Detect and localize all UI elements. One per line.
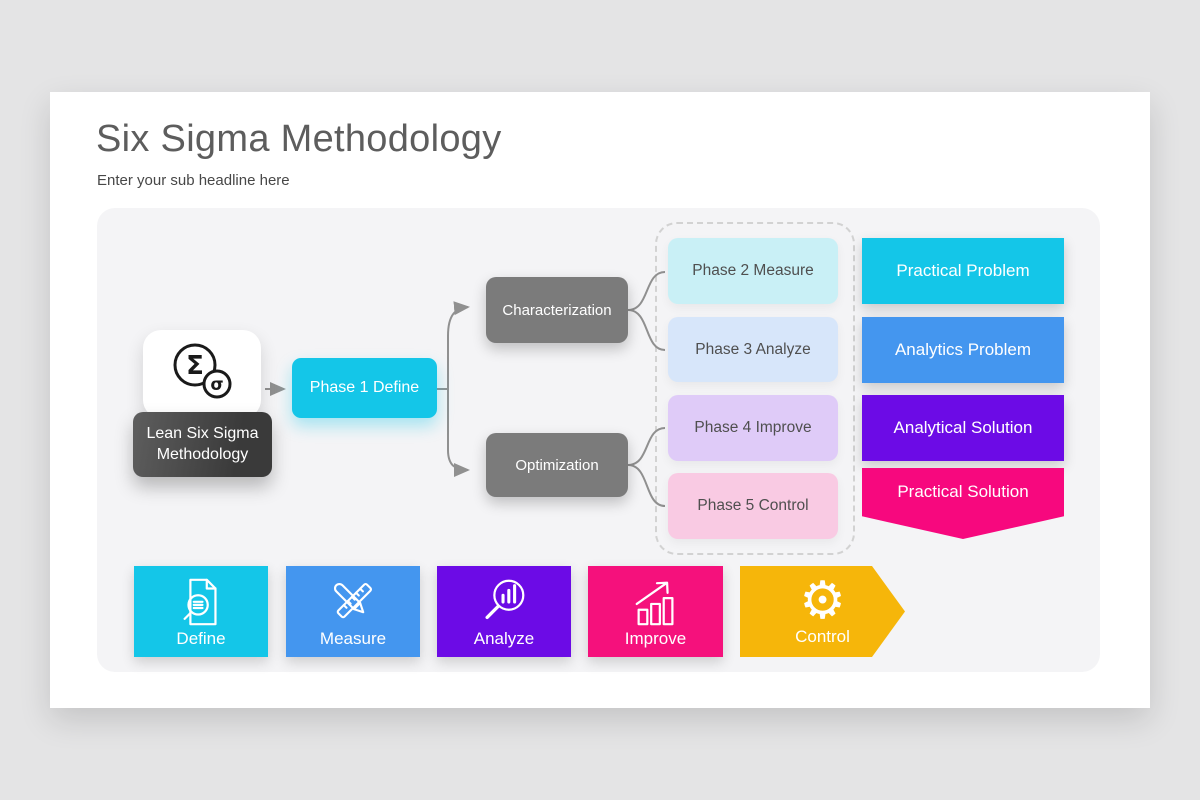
sigma-icon: Σ σ [164,339,240,410]
phases-dashed-container [655,222,855,555]
dmaic-analyze-box[interactable]: Analyze [437,566,571,657]
dmaic-improve-label: Improve [624,629,687,648]
node-phase1-define[interactable]: Phase 1 Define [292,358,437,418]
pencil-ruler-icon [326,575,380,629]
dmaic-measure-box[interactable]: Measure [286,566,420,657]
outcome-analytical-solution[interactable]: Analytical Solution [862,395,1064,461]
node-phase2-measure[interactable]: Phase 2 Measure [668,238,838,304]
dmaic-analyze-label: Analyze [473,629,535,648]
dmaic-define-label: Define [176,629,226,648]
svg-text:Σ: Σ [186,351,204,381]
node-phase5-control[interactable]: Phase 5 Control [668,473,838,539]
node-optimization[interactable]: Optimization [486,433,628,497]
dmaic-control-box[interactable]: ⚙ Control [740,566,905,657]
dmaic-control-label: Control [795,627,850,646]
chart-magnifier-icon [477,575,531,629]
outcome-practical-problem[interactable]: Practical Problem [862,238,1064,304]
page-title: Six Sigma Methodology [96,118,502,160]
node-phase3-analyze[interactable]: Phase 3 Analyze [668,317,838,382]
outcome-analytics-problem[interactable]: Analytics Problem [862,317,1064,383]
svg-text:σ: σ [210,375,223,395]
dmaic-define-box[interactable]: Define [134,566,268,657]
gear-icon: ⚙ [799,571,846,631]
page-subtitle: Enter your sub headline here [97,172,290,189]
lean-six-sigma-card: Σ σ [143,330,261,418]
dmaic-measure-label: Measure [319,629,387,648]
dmaic-improve-box[interactable]: Improve [588,566,723,657]
growth-arrow-icon [629,575,683,629]
node-characterization[interactable]: Characterization [486,277,628,343]
root-node-label[interactable]: Lean Six Sigma Methodology [133,412,272,477]
node-phase4-improve[interactable]: Phase 4 Improve [668,395,838,461]
document-search-icon [174,575,228,629]
